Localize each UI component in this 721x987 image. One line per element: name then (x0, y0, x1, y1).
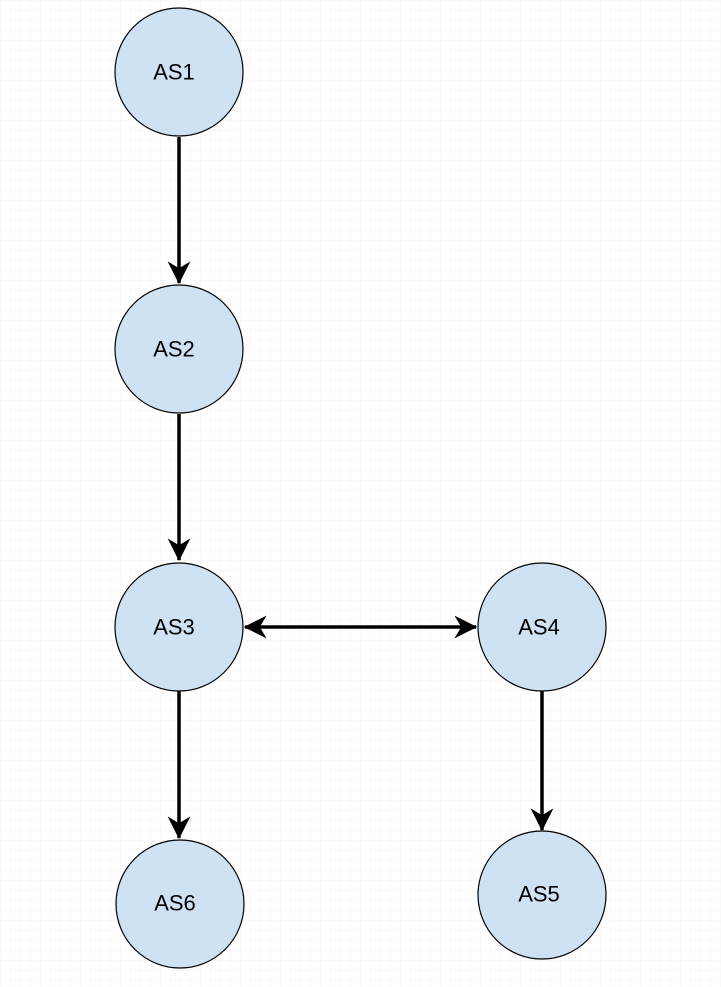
node-as6[interactable]: AS6 (115, 839, 245, 969)
edges-layer (167, 137, 554, 840)
node-as4-label: AS4 (518, 615, 560, 640)
node-as2-label: AS2 (153, 337, 195, 362)
node-as6-label: AS6 (154, 891, 196, 916)
node-as1-label: AS1 (153, 60, 195, 85)
node-as3-label: AS3 (153, 615, 195, 640)
node-as1[interactable]: AS1 (114, 7, 244, 137)
node-as4[interactable]: AS4 (477, 562, 607, 692)
node-as3[interactable]: AS3 (114, 562, 244, 692)
node-as5[interactable]: AS5 (477, 830, 607, 960)
node-as5-label: AS5 (518, 882, 560, 907)
node-as2[interactable]: AS2 (114, 284, 244, 414)
